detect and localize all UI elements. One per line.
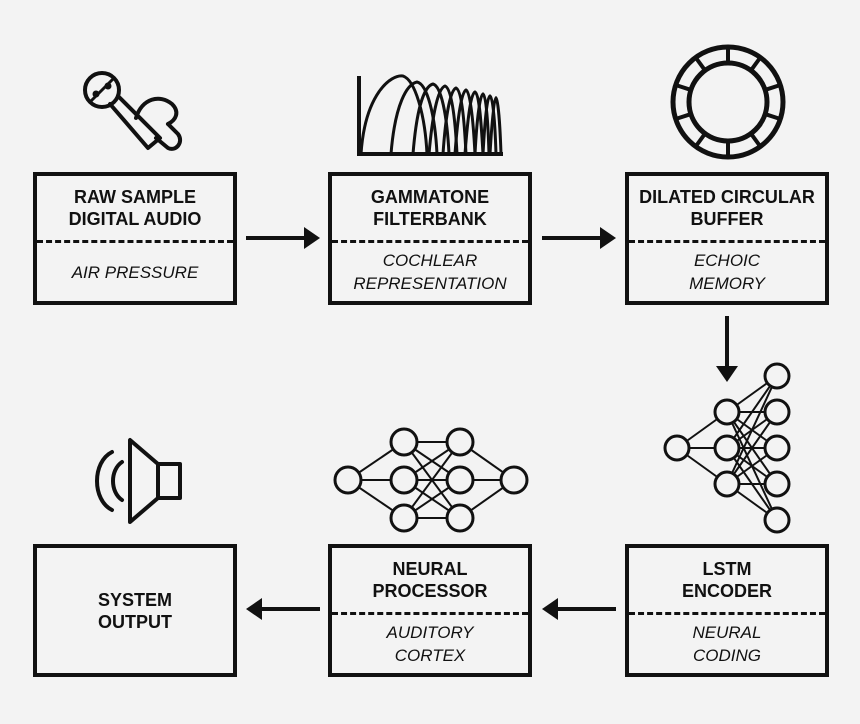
- ring-segment: [749, 132, 762, 148]
- network-node: [763, 506, 791, 534]
- dashed-divider: [37, 240, 233, 243]
- ring-segment: [675, 83, 692, 92]
- network-node: [333, 465, 363, 495]
- node-circular-buffer: DILATED CIRCULAR BUFFER ECHOIC MEMORY: [625, 172, 829, 305]
- ring-segment: [764, 112, 781, 121]
- network-edge: [403, 441, 461, 519]
- network-node: [499, 465, 529, 495]
- node-subtitle: AIR PRESSURE: [71, 262, 199, 282]
- node-title: GAMMATONE FILTERBANK: [370, 187, 490, 229]
- dashed-divider: [332, 240, 528, 243]
- network-node: [713, 434, 741, 462]
- speaker-icon: [95, 438, 182, 524]
- ring-segment: [749, 56, 762, 72]
- arrow-processor-to-output: [246, 598, 320, 620]
- ring-segment: [694, 56, 707, 72]
- network-edge: [726, 375, 778, 485]
- network-node: [663, 434, 691, 462]
- node-subtitle: AUDITORY CORTEX: [386, 623, 474, 665]
- network-node: [389, 465, 419, 495]
- microphone-icon: [83, 71, 183, 151]
- node-title: LSTM ENCODER: [681, 559, 772, 601]
- node-subtitle: NEURAL CODING: [692, 623, 762, 665]
- network-node: [713, 470, 741, 498]
- dashed-divider: [629, 612, 825, 615]
- node-subtitle: COCHLEAR REPRESENTATION: [353, 251, 507, 293]
- dashed-divider: [629, 240, 825, 243]
- network-node: [713, 398, 741, 426]
- network-edge: [726, 411, 778, 485]
- node-title: SYSTEM OUTPUT: [97, 589, 172, 632]
- node-subtitle: ECHOIC MEMORY: [689, 251, 765, 293]
- circular-buffer-icon: [670, 44, 786, 160]
- network-node: [389, 503, 419, 533]
- ring-segment: [675, 112, 692, 121]
- dashed-divider: [332, 612, 528, 615]
- network-node: [445, 427, 475, 457]
- arrow-gammatone-to-buffer: [542, 227, 616, 249]
- arrow-buffer-to-lstm: [716, 316, 738, 382]
- node-gammatone: GAMMATONE FILTERBANK COCHLEAR REPRESENTA…: [328, 172, 532, 305]
- node-title: DILATED CIRCULAR BUFFER: [639, 187, 815, 229]
- network-node: [763, 398, 791, 426]
- node-title: NEURAL PROCESSOR: [372, 559, 488, 601]
- network-node: [389, 427, 419, 457]
- node-neural-processor: NEURAL PROCESSOR AUDITORY CORTEX: [328, 544, 532, 677]
- node-lstm: LSTM ENCODER NEURAL CODING: [625, 544, 829, 677]
- network-node: [445, 503, 475, 533]
- network-edge: [726, 375, 778, 449]
- node-title: RAW SAMPLE DIGITAL AUDIO: [68, 187, 202, 229]
- neural-network-icon: [663, 362, 791, 534]
- network-node: [763, 434, 791, 462]
- node-raw-sample: RAW SAMPLE DIGITAL AUDIO AIR PRESSURE: [33, 172, 237, 305]
- ring-segment: [764, 83, 781, 92]
- arrow-lstm-to-processor: [542, 598, 616, 620]
- network-node: [445, 465, 475, 495]
- neural-network-icon: [333, 427, 529, 533]
- node-system-output: SYSTEM OUTPUT: [33, 544, 237, 677]
- network-node: [763, 470, 791, 498]
- network-node: [763, 362, 791, 390]
- network-edges: [347, 441, 515, 519]
- filterbank-icon: [357, 74, 503, 156]
- arrow-raw-to-gammatone: [246, 227, 320, 249]
- ring-segment: [694, 132, 707, 148]
